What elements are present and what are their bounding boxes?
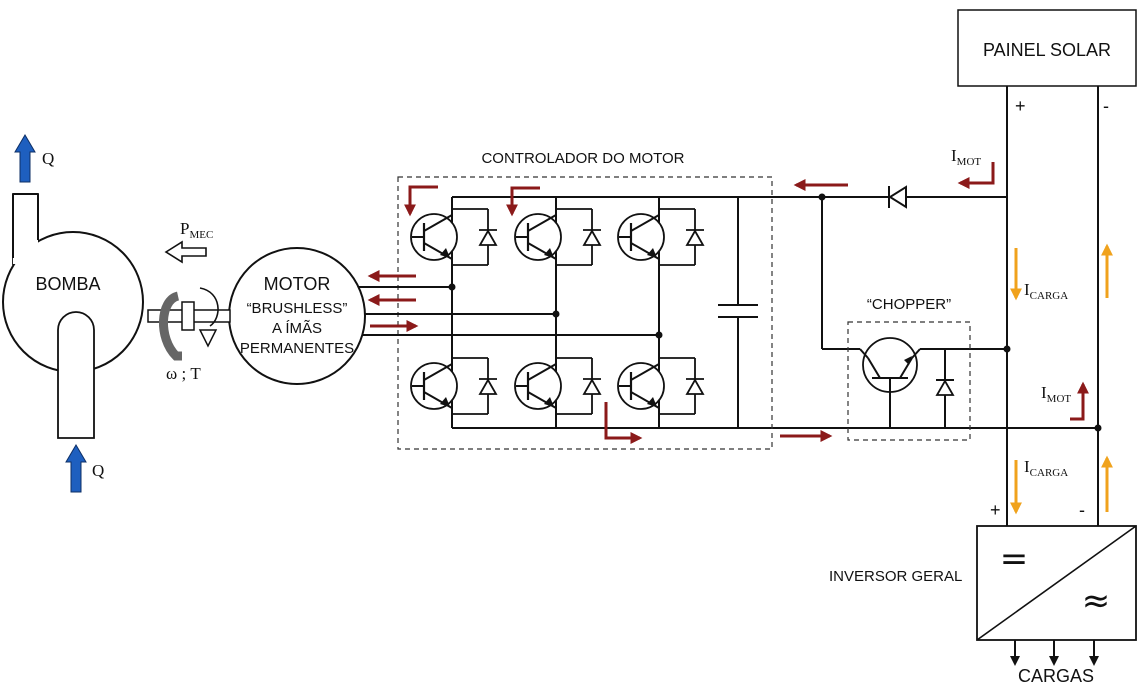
panel-minus-label: -	[1103, 96, 1109, 116]
motor-current-arrows	[367, 162, 1089, 444]
igbt-upper-1	[410, 208, 498, 266]
chopper-transistor	[859, 337, 955, 428]
imot-label-bottom: IMOT	[1041, 383, 1071, 405]
torque-arrow-icon	[198, 329, 218, 348]
solar-panel-label: PAINEL SOLAR	[983, 40, 1111, 60]
q-bottom-label: Q	[92, 461, 104, 480]
icarga-label-bottom: ICARGA	[1024, 457, 1068, 479]
igbt-lower-1	[410, 357, 498, 415]
ac-symbol: ≈	[1082, 581, 1111, 621]
imot-label-top: IMOT	[951, 146, 981, 168]
solar-panel: PAINEL SOLAR	[957, 9, 1137, 87]
motor-label-4: PERMANENTES	[240, 340, 354, 357]
rotation-arc	[159, 291, 182, 361]
transistor-symbols	[410, 208, 705, 415]
motor-label-2: “BRUSHLESS”	[247, 300, 348, 317]
motor: MOTOR “BRUSHLESS” A ÍMÃS PERMANENTES	[228, 247, 366, 385]
q-top-label: Q	[42, 149, 54, 168]
pump-label: BOMBA	[35, 274, 100, 294]
pmec-arrow-icon	[164, 240, 207, 264]
omega-t-label: ω ; T	[166, 364, 201, 383]
inverter-label: INVERSOR GERAL	[829, 568, 962, 585]
igbt-upper-2	[514, 208, 602, 266]
dc-symbol: =	[1000, 539, 1029, 579]
panel-plus-label: +	[1015, 96, 1026, 116]
igbt-lower-3	[617, 357, 705, 415]
inverter-minus-label: -	[1079, 500, 1085, 520]
loads-label: CARGAS	[1018, 666, 1094, 684]
controller-label: CONTROLADOR DO MOTOR	[481, 150, 684, 167]
load-current-arrows	[1010, 243, 1113, 515]
flow-arrow-bottom-icon	[65, 444, 87, 493]
icarga-label-top: ICARGA	[1024, 280, 1068, 302]
pmec-label: PMEC	[180, 219, 213, 241]
chopper-label: “CHOPPER”	[867, 296, 951, 313]
flow-arrow-top-icon	[14, 134, 36, 183]
coupling	[181, 301, 195, 331]
general-inverter: = ≈	[976, 525, 1137, 641]
diode	[888, 185, 907, 209]
pump: BOMBA	[2, 193, 144, 439]
igbt-lower-2	[514, 357, 602, 415]
inverter-plus-label: +	[990, 500, 1001, 520]
motor-label-3: A ÍMÃS	[272, 320, 322, 337]
igbt-upper-3	[617, 208, 705, 266]
motor-label-1: MOTOR	[264, 274, 331, 294]
chopper-box	[847, 321, 971, 441]
